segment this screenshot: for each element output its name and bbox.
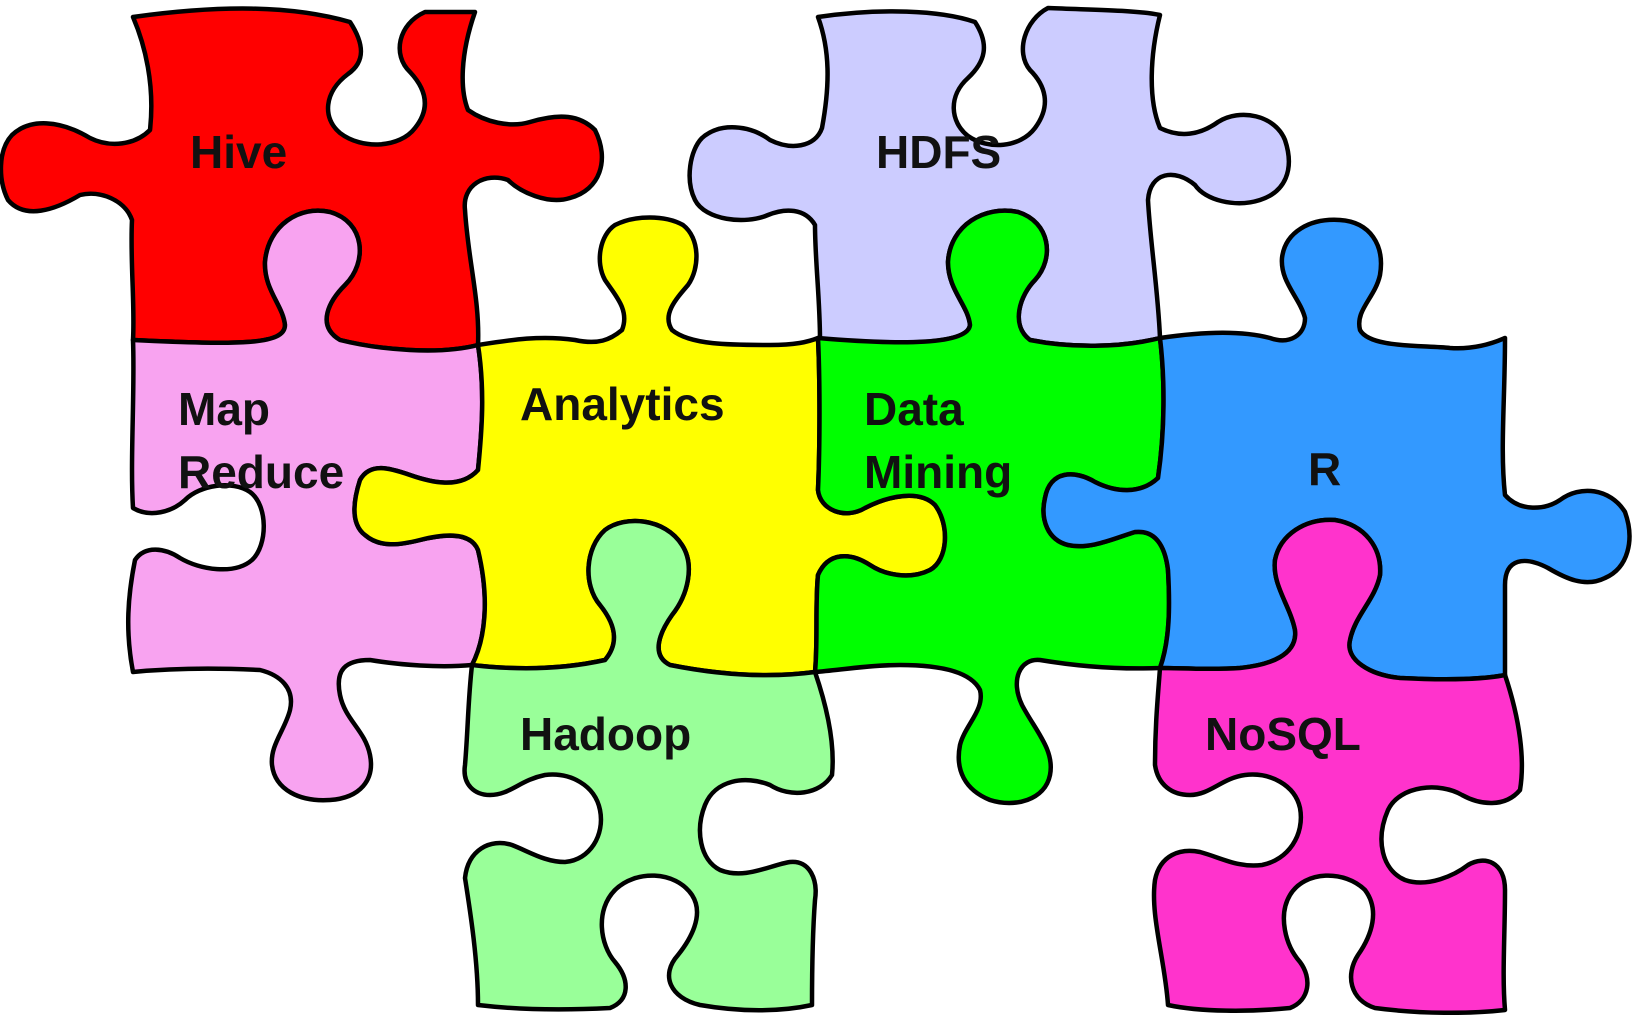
hive-label: Hive (190, 126, 287, 178)
puzzle-piece-r (1041, 217, 1632, 682)
map-reduce-label-line-1: Map (178, 383, 270, 435)
puzzle-piece-hadoop (462, 518, 835, 1013)
analytics-label: Analytics (520, 378, 725, 430)
data-mining-label-line-1: Data (864, 383, 964, 435)
puzzle-piece-data-mining-shape (812, 208, 1172, 806)
map-reduce-label-line-2: Reduce (178, 446, 344, 498)
r-label: R (1308, 443, 1341, 495)
puzzle-piece-hadoop-shape (462, 518, 835, 1013)
puzzle-piece-hdfs (687, 5, 1291, 348)
puzzle-piece-map-reduce (126, 208, 488, 803)
hadoop-label: Hadoop (520, 708, 691, 760)
puzzle-piece-hdfs-shape (687, 5, 1291, 348)
puzzle-piece-nosql (1151, 517, 1525, 1015)
data-mining-label-line-2: Mining (864, 446, 1012, 498)
puzzle-piece-r-shape (1041, 217, 1632, 682)
puzzle-piece-nosql-shape (1151, 517, 1525, 1015)
puzzle-piece-data-mining (812, 208, 1172, 806)
nosql-label: NoSQL (1205, 708, 1361, 760)
puzzle-piece-map-reduce-shape (126, 208, 488, 803)
hdfs-label: HDFS (876, 126, 1001, 178)
